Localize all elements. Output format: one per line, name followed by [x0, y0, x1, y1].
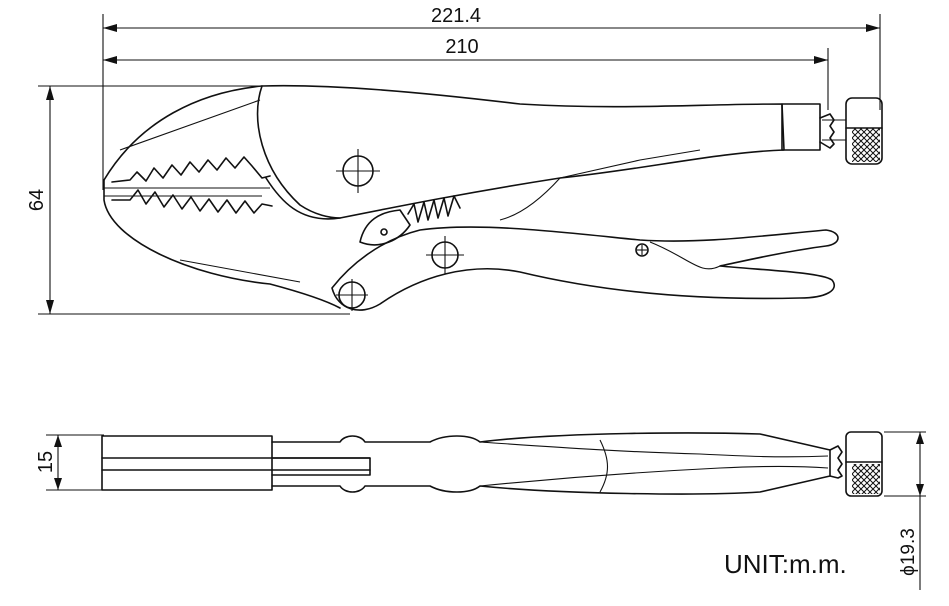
thickness-label: 15	[35, 451, 57, 473]
upper-pivot-rivet	[336, 149, 380, 193]
height-dimension: 64	[26, 85, 350, 315]
body-length-label: 210	[445, 36, 478, 58]
middle-pivot-rivet	[426, 236, 464, 274]
pliers-side-view	[103, 84, 883, 311]
spring	[407, 195, 461, 223]
body-length-dimension: 210	[103, 36, 829, 110]
lower-pivot-rivet	[336, 279, 368, 311]
knurled-knob	[845, 97, 883, 165]
overall-length-label: 221.4	[431, 5, 481, 27]
adjustment-screw	[781, 103, 846, 151]
knob-diameter-label: ϕ19.3	[898, 528, 919, 576]
knob-diameter-dimension: ϕ19.3	[884, 431, 926, 590]
unit-label: UNIT:m.m.	[724, 549, 847, 579]
thickness-dimension: 15	[35, 434, 104, 491]
pliers-top-view	[101, 431, 883, 497]
height-label: 64	[26, 189, 48, 211]
overall-length-dimension: 221.4	[102, 5, 881, 190]
handle-rivet	[635, 243, 649, 257]
